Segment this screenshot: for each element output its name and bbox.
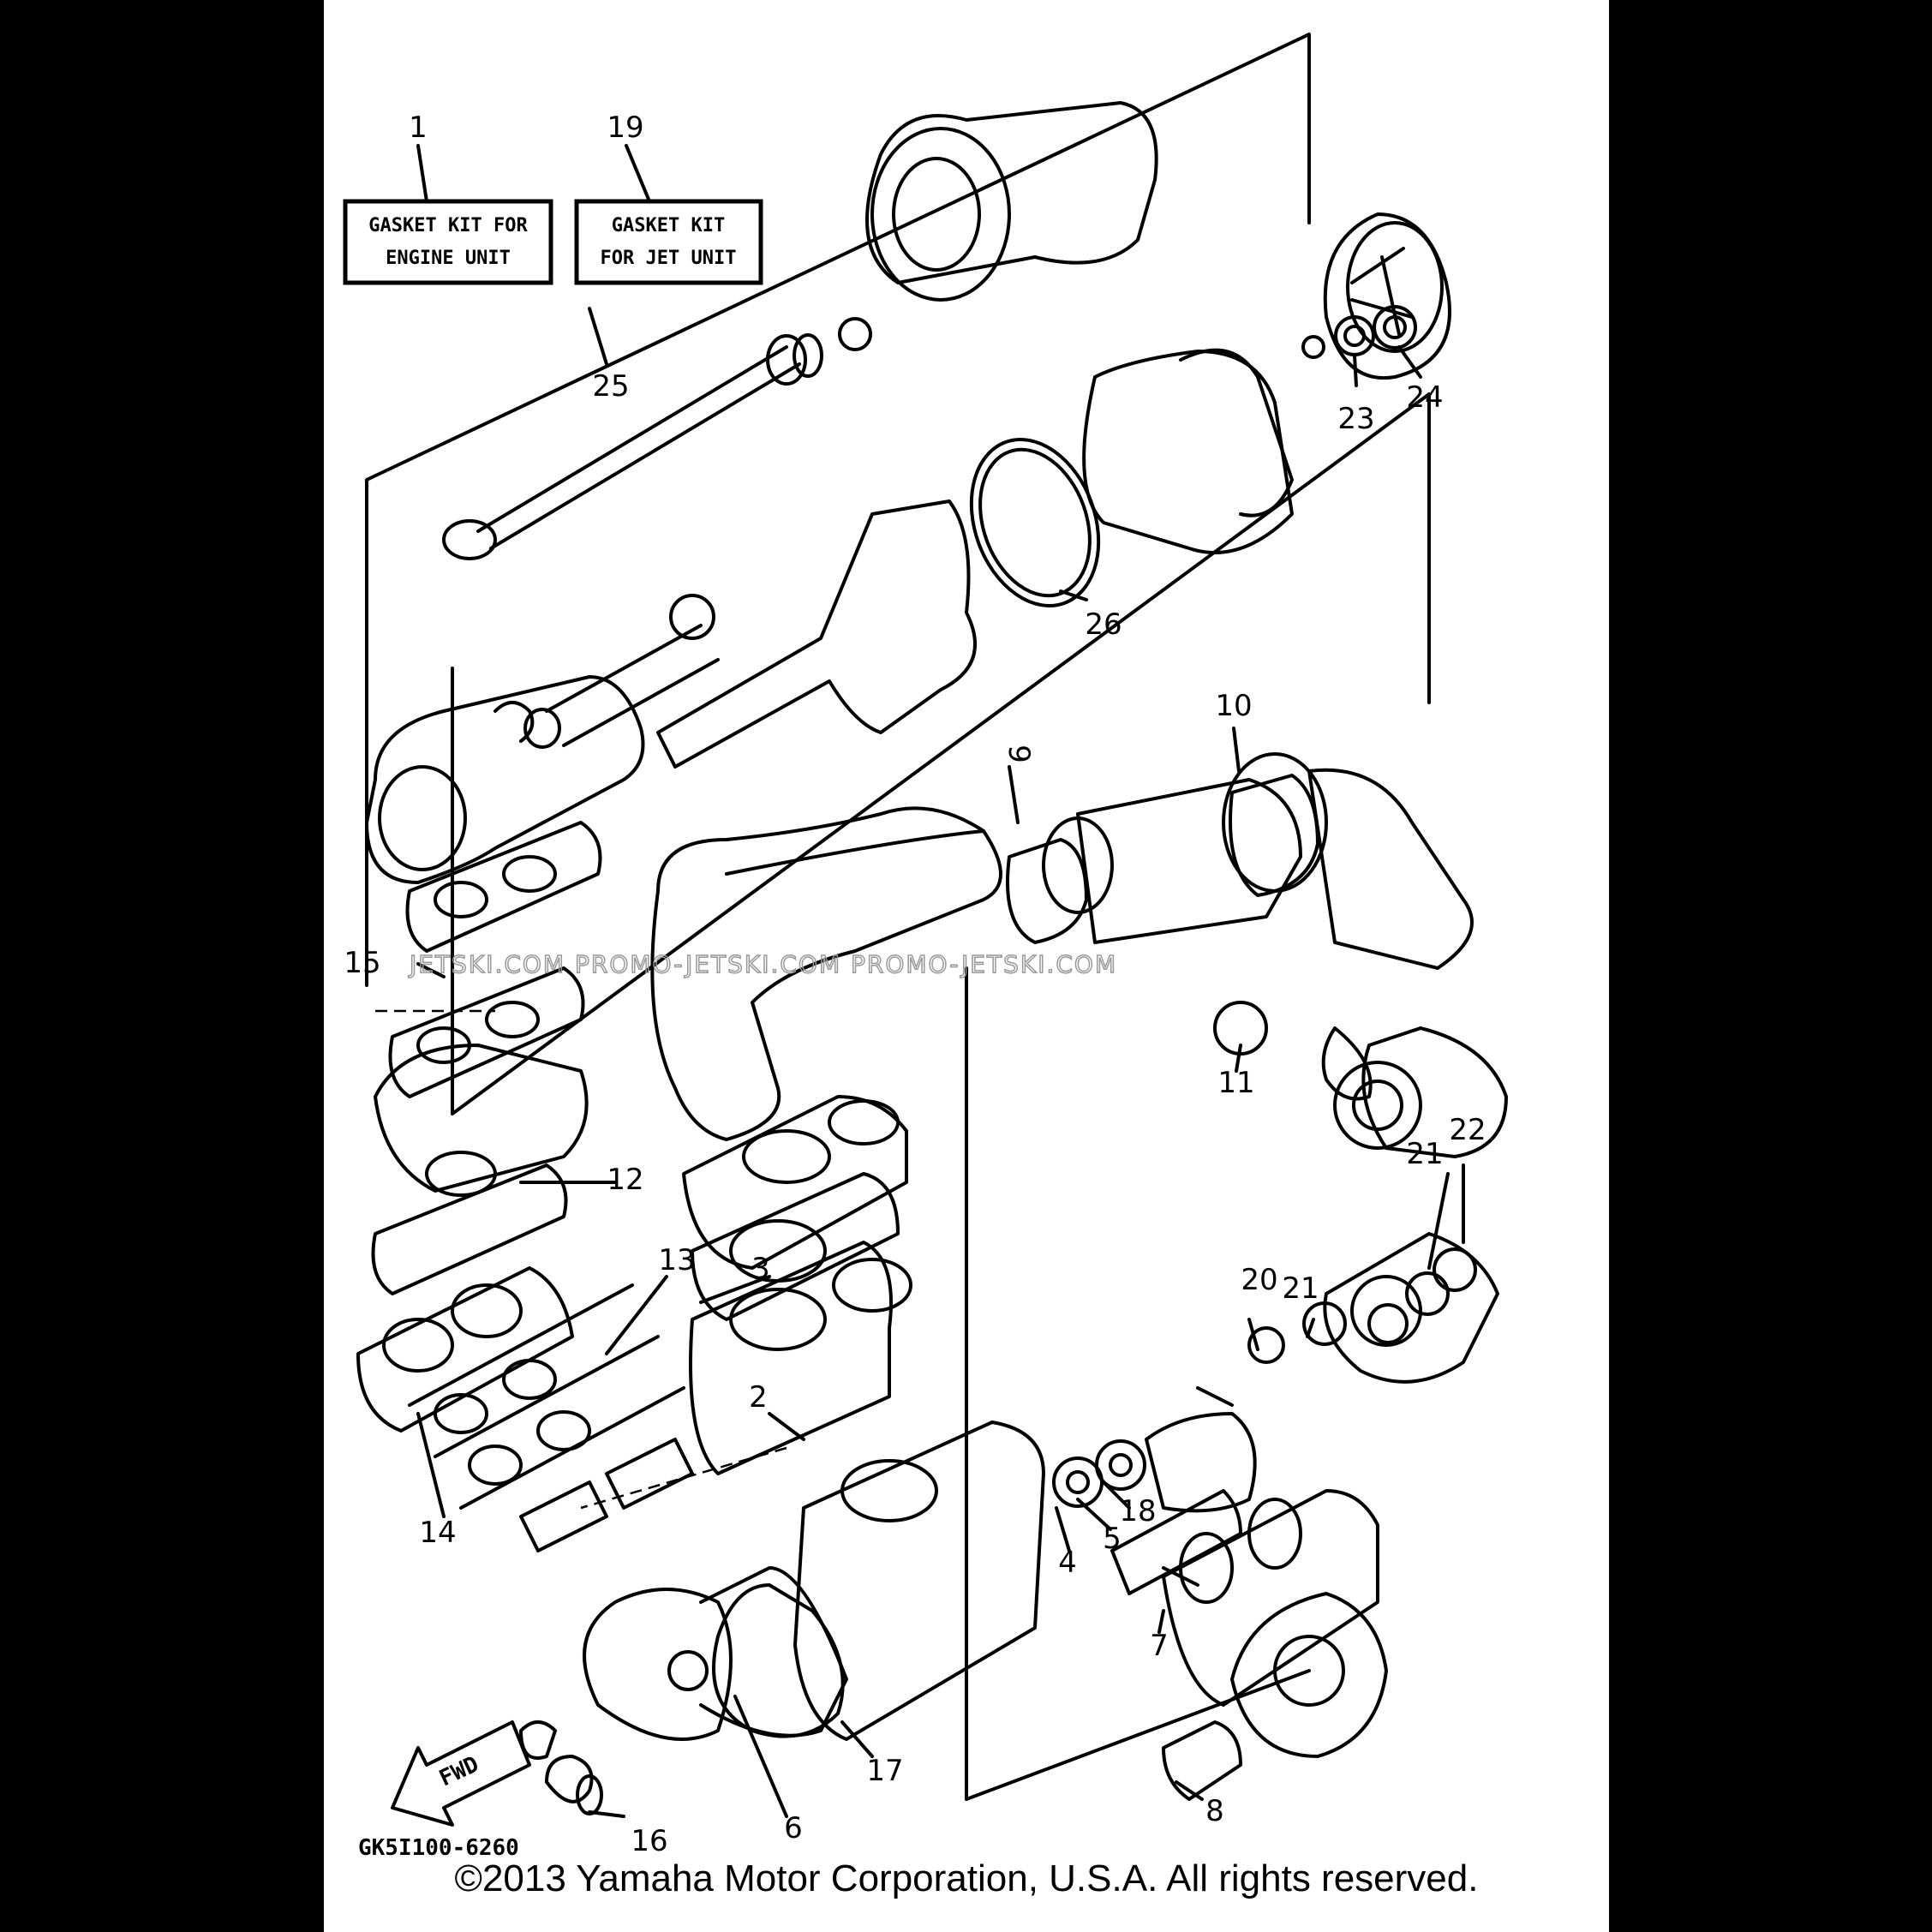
engine-panel-frame <box>965 966 1311 1801</box>
callout-24: 24 <box>1406 380 1443 415</box>
callout-9: 9 <box>1002 745 1036 763</box>
kit-jet-line2: FOR JET UNIT <box>601 248 737 269</box>
diagram-code: GK5I100-6260 <box>358 1835 519 1861</box>
kit-jet-line1: GASKET KIT <box>612 215 725 236</box>
drive-shaft-drawing <box>442 317 872 560</box>
o-ring-26-drawing <box>969 438 1101 607</box>
copyright-notice: ©2013 Yamaha Motor Corporation, U.S.A. A… <box>454 1857 1479 1899</box>
callout-2: 2 <box>749 1380 768 1415</box>
callout-5: 5 <box>1103 1522 1122 1556</box>
callout-22: 22 <box>1449 1113 1486 1147</box>
intake-gaskets-12-15-drawing <box>371 821 602 1295</box>
callout-15: 15 <box>344 946 380 980</box>
exploded-parts-diagram: GASKET KIT FOR ENGINE UNIT GASKET KIT FO… <box>343 33 1508 1861</box>
kit-engine-line1: GASKET KIT FOR <box>368 215 528 236</box>
callout-19: 19 <box>607 111 643 145</box>
callout-numbers: 1 19 25 23 24 26 10 9 15 11 22 21 12 13 … <box>344 111 1486 1858</box>
small-parts-16-drawing <box>519 1720 603 1815</box>
crankshaft-seals-drawing <box>1052 1232 1499 1513</box>
callout-16: 16 <box>631 1824 667 1858</box>
exhaust-chamber-drawing <box>365 675 1508 1158</box>
callout-18: 18 <box>1119 1494 1156 1528</box>
callout-11: 11 <box>1217 1066 1254 1100</box>
callout-25: 25 <box>592 369 629 404</box>
callout-26: 26 <box>1085 607 1122 642</box>
watermark: JETSKI.COM PROMO-JETSKI.COM PROMO-JETSKI… <box>408 950 1117 978</box>
callout-7: 7 <box>1150 1629 1169 1663</box>
callout-20: 20 <box>1241 1263 1277 1297</box>
callout-1: 1 <box>409 111 428 145</box>
callout-3: 3 <box>751 1252 770 1286</box>
gasket-kit-engine-box: GASKET KIT FOR ENGINE UNIT <box>343 199 553 285</box>
jet-panel-frame <box>365 33 1311 987</box>
diagram-sheet: GASKET KIT FOR ENGINE UNIT GASKET KIT FO… <box>324 0 1609 1932</box>
exhaust-manifold-drawing <box>1110 1489 1388 1801</box>
cylinder-head-drawing <box>682 1095 912 1475</box>
callout-4: 4 <box>1058 1546 1077 1580</box>
kit-engine-line2: ENGINE UNIT <box>386 248 511 269</box>
crankcase-drawing <box>583 1421 1045 1741</box>
callout-10: 10 <box>1215 689 1252 723</box>
intermediate-housing-drawing <box>493 499 977 769</box>
callout-13: 13 <box>658 1243 695 1277</box>
jet-housing-drawing <box>865 101 1451 554</box>
leader-lines <box>375 144 1465 1818</box>
callout-21-b: 21 <box>1282 1271 1319 1306</box>
pump-panel-frame <box>451 392 1431 1116</box>
callout-6: 6 <box>784 1811 803 1845</box>
callout-17: 17 <box>866 1754 903 1788</box>
callout-8: 8 <box>1205 1794 1224 1828</box>
callout-23: 23 <box>1337 402 1374 436</box>
exhaust-gaskets-9-10-drawing <box>1006 774 1319 1056</box>
reed-valve-gaskets-drawing <box>356 1266 694 1552</box>
callout-14: 14 <box>419 1516 456 1550</box>
callout-21-a: 21 <box>1406 1137 1443 1171</box>
callout-12: 12 <box>607 1163 643 1197</box>
seals-23-24-drawing <box>1301 305 1417 359</box>
fwd-arrow-drawing: FWD <box>391 1720 531 1827</box>
gasket-kit-jet-box: GASKET KIT FOR JET UNIT <box>574 199 763 285</box>
